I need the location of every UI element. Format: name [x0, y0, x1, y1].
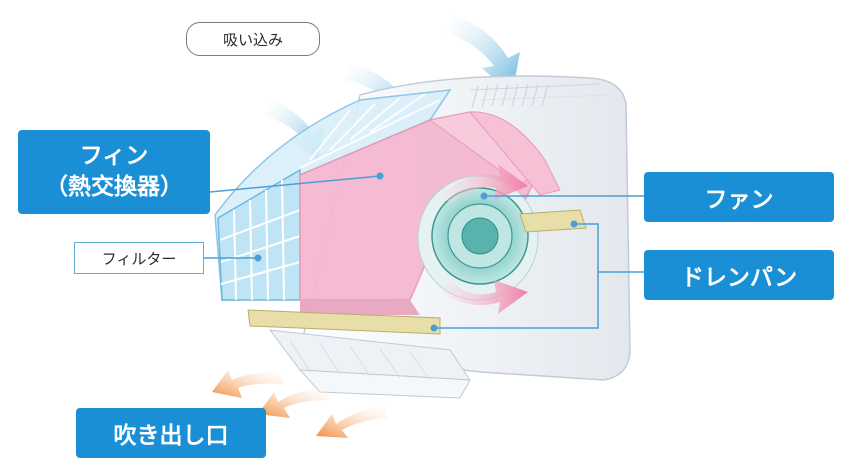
outlet-arrow [258, 388, 330, 418]
intake-arrow [446, 14, 520, 96]
filter-grid [214, 89, 452, 301]
fan-label-text: ファン [704, 187, 774, 213]
filter-label: フィルター [74, 242, 204, 274]
intake-label: 吸い込み [186, 22, 320, 56]
top-vent-grille [471, 83, 549, 109]
outlet-arrow [212, 370, 284, 398]
fin-label-line1: フィン [79, 142, 149, 169]
drain-pan-label-text: ドレンパン [680, 265, 798, 291]
outlet-arrow [316, 406, 388, 438]
fin-label-line2: （熱交換器） [45, 174, 183, 200]
outlet-label: 吹き出し口 [76, 408, 266, 458]
fan-label: ファン [644, 172, 834, 222]
outlet-louvers [268, 329, 471, 399]
fin-heat-exchanger [299, 111, 561, 315]
fin-callout-line [209, 175, 381, 193]
drain-pans [247, 209, 587, 335]
outlet-label-text: 吹き出し口 [113, 423, 229, 449]
drain-pan-callout-line [434, 223, 599, 329]
fan [417, 175, 539, 301]
drain-pan-label: ドレンパン [644, 250, 834, 300]
callout-lines [204, 172, 644, 332]
internal-airflow-arrows [440, 164, 528, 314]
fin-label: フィン （熱交換器） [18, 130, 210, 214]
outlet-arrows [212, 370, 388, 438]
filter-label-text: フィルター [101, 249, 177, 268]
intake-label-text: 吸い込み [222, 30, 283, 49]
